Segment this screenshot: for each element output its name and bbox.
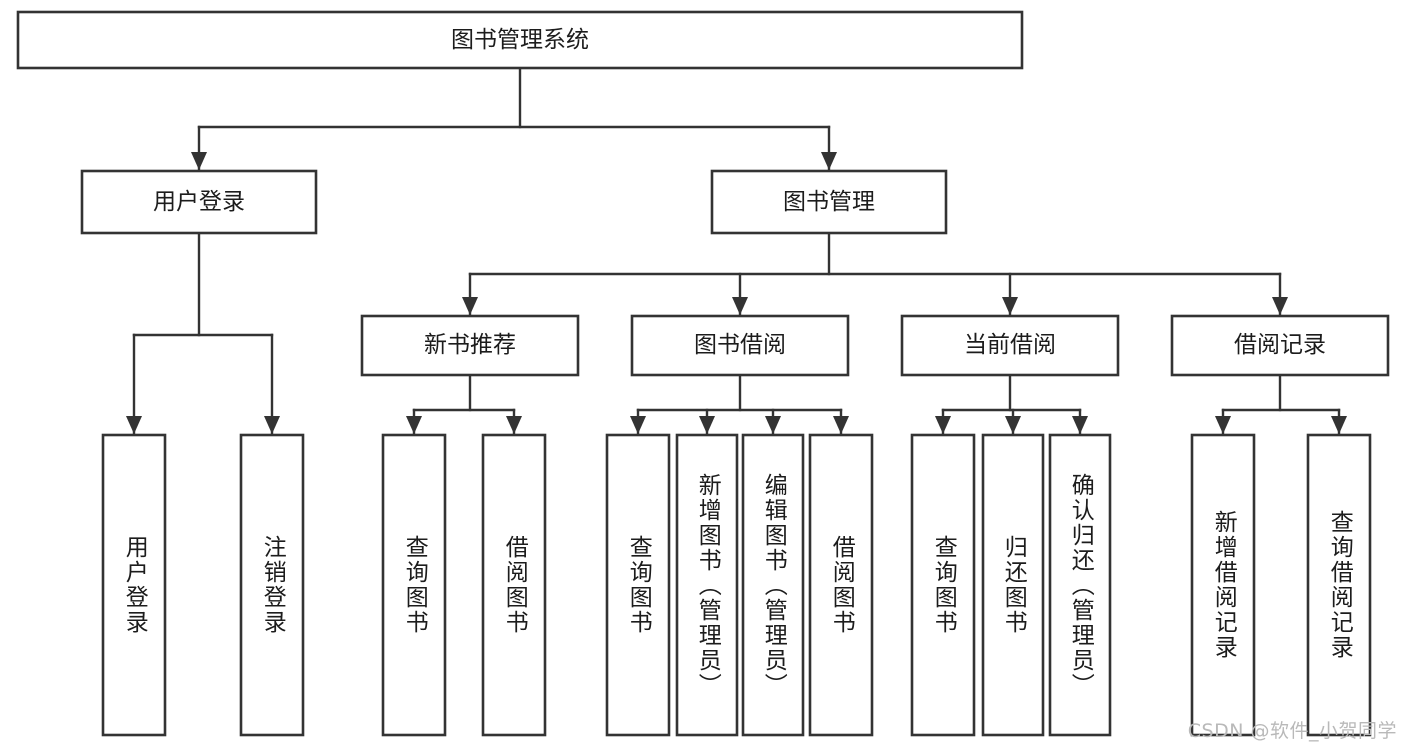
- arrow-head-user-login: [191, 152, 207, 170]
- node-box-leaf-borrow-book-recommend[interactable]: [481, 433, 547, 737]
- node-box-current-borrow[interactable]: [900, 314, 1120, 377]
- node-box-leaf-query-book-current[interactable]: [910, 433, 976, 737]
- arrow-head-leaf-query-borrow-record: [1331, 416, 1347, 434]
- node-box-leaf-confirm-return-admin[interactable]: [1048, 433, 1112, 737]
- arrow-head-new-book-recommend: [462, 297, 478, 315]
- arrow-head-leaf-query-book-borrow: [630, 416, 646, 434]
- arrow-head-leaf-add-book-admin: [699, 416, 715, 434]
- node-box-user-login[interactable]: [80, 169, 318, 235]
- connector-layer: [126, 66, 1347, 436]
- node-box-leaf-add-borrow-record[interactable]: [1190, 433, 1256, 737]
- node-box-leaf-query-borrow-record[interactable]: [1306, 433, 1372, 737]
- arrow-head-borrow-record: [1272, 297, 1288, 315]
- arrow-head-leaf-query-book-current: [935, 416, 951, 434]
- node-box-leaf-query-book-borrow[interactable]: [605, 433, 671, 737]
- watermark-text: CSDN @软件_小贺同学: [1187, 720, 1397, 742]
- arrow-head-book-manage: [821, 152, 837, 170]
- node-box-leaf-borrow-book[interactable]: [808, 433, 874, 737]
- arrow-head-leaf-logout: [264, 416, 280, 434]
- node-box-borrow-record[interactable]: [1170, 314, 1390, 377]
- node-box-book-borrow[interactable]: [630, 314, 850, 377]
- node-box-book-manage[interactable]: [710, 169, 948, 235]
- node-box-layer: [16, 10, 1390, 737]
- node-box-leaf-logout[interactable]: [239, 433, 305, 737]
- node-box-leaf-edit-book-admin[interactable]: [741, 433, 805, 737]
- arrow-head-leaf-edit-book-admin: [765, 416, 781, 434]
- arrow-head-leaf-borrow-book: [833, 416, 849, 434]
- arrow-head-leaf-borrow-book-recommend: [506, 416, 522, 434]
- node-box-new-book-recommend[interactable]: [360, 314, 580, 377]
- arrow-head-leaf-confirm-return-admin: [1072, 416, 1088, 434]
- arrow-head-leaf-add-borrow-record: [1215, 416, 1231, 434]
- arrow-head-current-borrow: [1002, 297, 1018, 315]
- node-box-leaf-user-login[interactable]: [101, 433, 167, 737]
- arrow-head-leaf-user-login: [126, 416, 142, 434]
- arrow-head-leaf-return-book: [1005, 416, 1021, 434]
- node-box-root[interactable]: [16, 10, 1024, 70]
- arrow-head-leaf-query-book-recommend: [406, 416, 422, 434]
- node-box-leaf-add-book-admin[interactable]: [675, 433, 739, 737]
- node-box-leaf-return-book[interactable]: [981, 433, 1045, 737]
- arrow-head-book-borrow: [732, 297, 748, 315]
- node-box-leaf-query-book-recommend[interactable]: [381, 433, 447, 737]
